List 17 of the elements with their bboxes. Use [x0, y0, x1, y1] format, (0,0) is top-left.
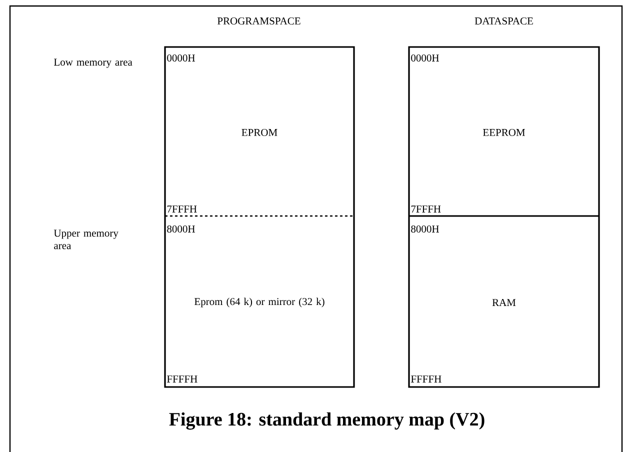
address-label: FFFFH [167, 376, 198, 382]
address-label: 7FFFH [411, 206, 441, 212]
address-label: 7FFFH [167, 206, 197, 212]
address-label: FFFFH [411, 376, 442, 382]
column-heading: PROGRAMSPACE [217, 17, 300, 25]
address-label: 0000H [411, 54, 439, 62]
area-label: Upper memory area [54, 230, 118, 250]
address-label: 0000H [167, 54, 195, 62]
memory-region: EEPROM [483, 128, 525, 136]
column-heading: DATASPACE [474, 17, 533, 25]
figure-caption: Figure 18: standard memory map (V2) [169, 412, 484, 430]
area-label: Low memory area [54, 58, 132, 68]
memory-region: RAM [492, 299, 516, 306]
address-label: 8000H [167, 225, 195, 233]
memory-region: Eprom (64 k) or mirror (32 k) [194, 298, 324, 308]
address-label: 8000H [411, 225, 439, 233]
memory-region: EPROM [242, 128, 278, 136]
